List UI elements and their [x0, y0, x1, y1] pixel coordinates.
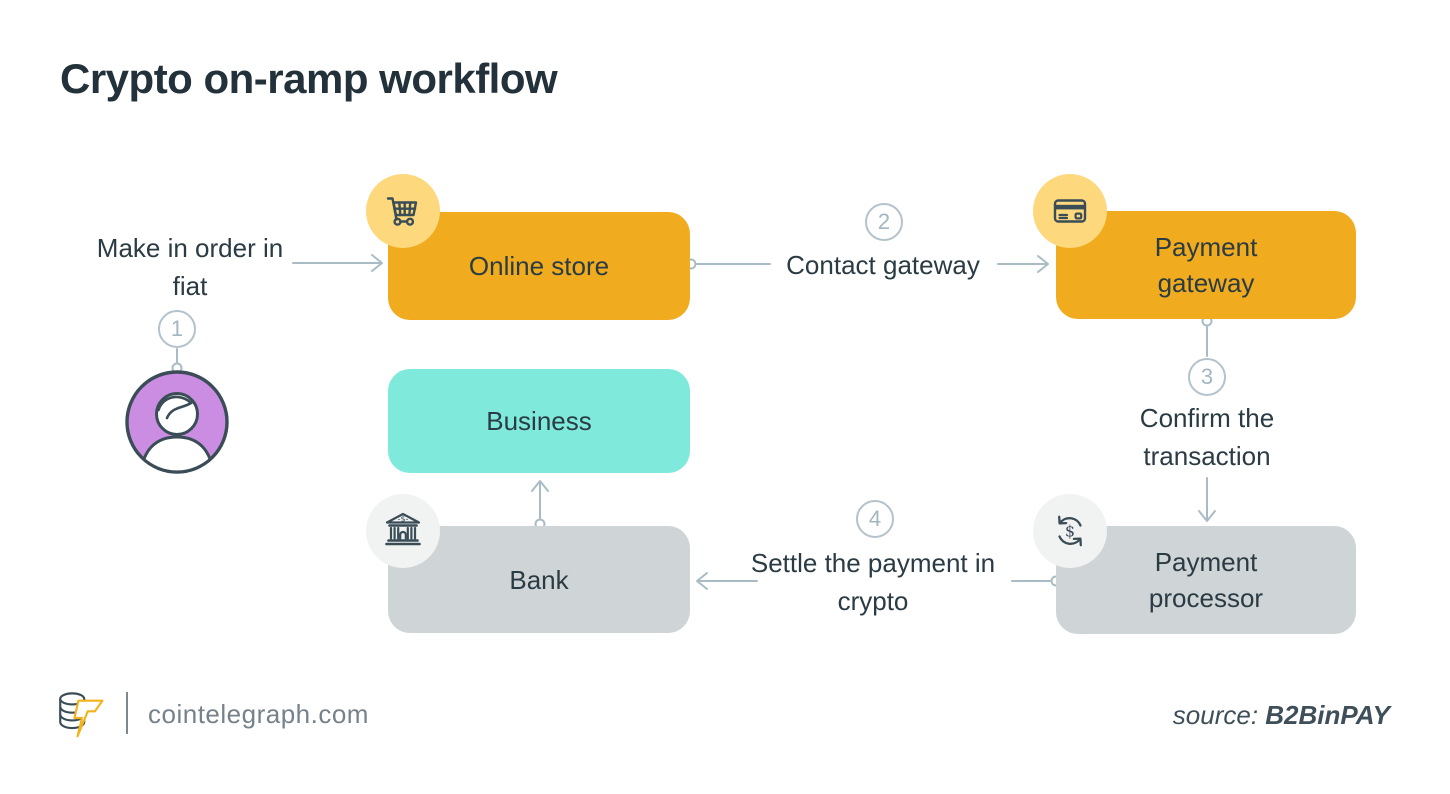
arrow-contact-to-gateway	[997, 255, 1049, 273]
node-online-store: Online store	[388, 212, 690, 320]
arrow-bank-to-business	[531, 480, 549, 530]
arrow-confirm-to-processor	[1198, 477, 1216, 522]
currency-exchange-icon: $	[1058, 515, 1082, 547]
step-number-1: 1	[170, 316, 184, 341]
step-number-4: 4	[868, 506, 882, 531]
shopping-cart-icon	[386, 197, 418, 226]
node-payment-gateway: Payment gateway	[1056, 211, 1356, 319]
source-label: source:	[1172, 700, 1259, 730]
payment-gateway-badge	[1033, 174, 1107, 248]
arrow-order-to-store	[292, 254, 383, 272]
line-processor-to-settle	[1011, 575, 1062, 587]
online-store-badge	[366, 174, 440, 248]
credit-card-icon	[1053, 199, 1087, 223]
svg-text:$: $	[1065, 522, 1075, 541]
step-label-settle-payment: Settle the payment in crypto	[750, 548, 996, 616]
footer-site-text: cointelegraph.com	[148, 699, 369, 729]
node-business-label: Business	[486, 406, 592, 436]
step-circle-3: 3	[1188, 358, 1226, 396]
node-payment-gateway-label: Payment gateway	[1154, 232, 1258, 298]
footer-source: source: B2BinPAY	[0, 700, 1390, 731]
customer-avatar	[124, 369, 230, 475]
step-circle-1: 1	[158, 310, 196, 348]
step-number-2: 2	[877, 209, 891, 234]
step-label-confirm-transaction: Confirm the transaction	[1139, 403, 1275, 471]
node-bank: Bank	[388, 526, 690, 633]
source-name: B2BinPAY	[1265, 700, 1390, 730]
svg-text:-$-: -$-	[398, 515, 409, 524]
line-gateway-to-step3	[1201, 315, 1213, 357]
bank-building-icon: -$-	[385, 512, 421, 546]
step-circle-4: 4	[856, 500, 894, 538]
node-bank-label: Bank	[509, 564, 569, 595]
step-number-3: 3	[1200, 364, 1214, 389]
node-business: Business	[388, 369, 690, 473]
cointelegraph-logo	[57, 690, 107, 738]
step-circle-2: 2	[865, 203, 903, 241]
payment-processor-badge: $	[1033, 494, 1107, 568]
step-label-contact-gateway: Contact gateway	[786, 250, 980, 280]
person-avatar-icon	[125, 370, 229, 474]
footer-divider	[126, 692, 128, 734]
node-payment-processor-label: Payment processor	[1148, 547, 1264, 613]
cointelegraph-logo-icon	[59, 692, 104, 738]
node-payment-processor: Payment processor	[1056, 526, 1356, 634]
node-online-store-label: Online store	[468, 251, 610, 281]
step-label-make-order: Make in order in fiat	[96, 233, 284, 301]
line-store-to-contact	[685, 258, 771, 270]
bank-badge: -$-	[366, 494, 440, 568]
page-title: Crypto on-ramp workflow	[60, 55, 558, 102]
